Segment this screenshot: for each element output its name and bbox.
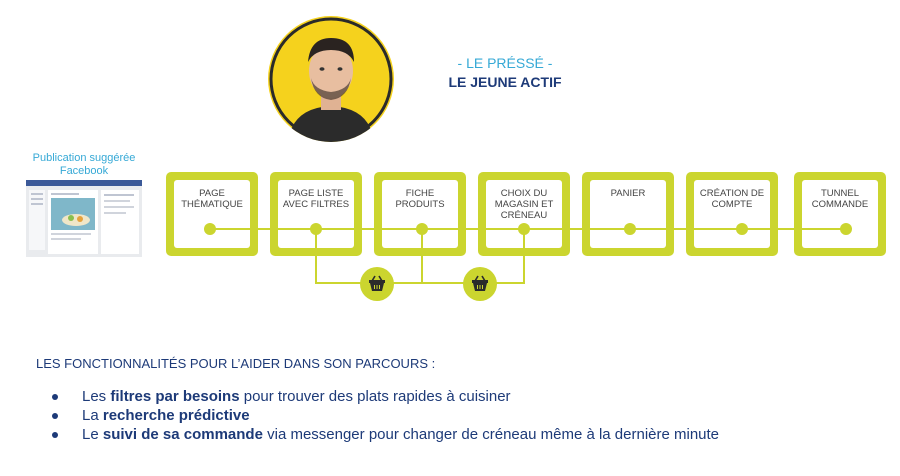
journey-step: CHOIX DU MAGASIN ET CRÉNEAU bbox=[478, 172, 570, 256]
persona-tag: - LE PRÉSSÉ - bbox=[457, 55, 553, 71]
feature-item: Le suivi de sa commande via messenger po… bbox=[52, 425, 719, 444]
facebook-caption: Publication suggérée Facebook bbox=[32, 152, 136, 177]
basket-icon bbox=[360, 267, 394, 301]
step-label: FICHE PRODUITS bbox=[395, 188, 445, 210]
bullet-icon bbox=[52, 413, 58, 419]
bullet-icon bbox=[52, 394, 58, 400]
persona-title: LE JEUNE ACTIF bbox=[448, 74, 562, 90]
features-title: LES FONCTIONNALITÉS POUR L’AIDER DANS SO… bbox=[36, 356, 436, 371]
step-label: PANIER bbox=[610, 188, 646, 199]
facebook-post-thumbnail bbox=[26, 180, 142, 257]
step-label: CRÉATION DE COMPTE bbox=[699, 188, 765, 210]
step-label: CHOIX DU MAGASIN ET CRÉNEAU bbox=[494, 188, 554, 221]
journey-step: FICHE PRODUITS bbox=[374, 172, 466, 256]
features-list: Les filtres par besoins pour trouver des… bbox=[52, 387, 719, 444]
journey-step: TUNNEL COMMANDE bbox=[794, 172, 886, 256]
basket-icon bbox=[463, 267, 497, 301]
step-label: TUNNEL COMMANDE bbox=[811, 188, 869, 210]
journey-step: PANIER bbox=[582, 172, 674, 256]
bullet-icon bbox=[52, 432, 58, 438]
step-label: PAGE THÉMATIQUE bbox=[181, 188, 243, 210]
journey-step: PAGE THÉMATIQUE bbox=[166, 172, 258, 256]
step-label: PAGE LISTE AVEC FILTRES bbox=[282, 188, 350, 210]
feature-item: La recherche prédictive bbox=[52, 406, 719, 425]
persona-avatar bbox=[268, 16, 394, 142]
journey-step: PAGE LISTE AVEC FILTRES bbox=[270, 172, 362, 256]
feature-item: Les filtres par besoins pour trouver des… bbox=[52, 387, 719, 406]
journey-step: CRÉATION DE COMPTE bbox=[686, 172, 778, 256]
